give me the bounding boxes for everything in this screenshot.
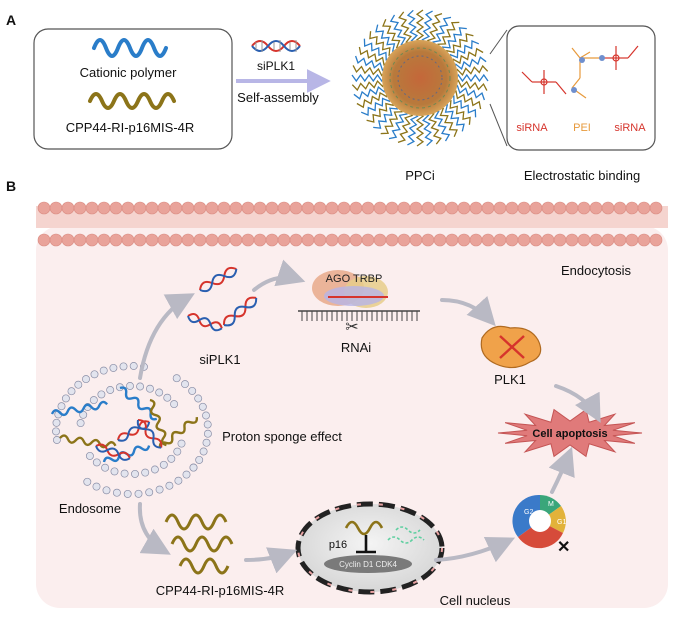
cationic-polymer-wave-icon	[92, 38, 168, 58]
phase-g2-label: G2	[524, 509, 533, 516]
electrostatic-binding-label: Electrostatic binding	[524, 168, 640, 183]
flow-arrows	[137, 259, 601, 574]
sirna-left-label: siRNA	[516, 122, 548, 134]
proton-sponge-label: Proton sponge effect	[222, 429, 342, 444]
ago-trbp-label: AGO TRBP	[326, 273, 383, 285]
plk1-protein-icon	[480, 325, 542, 369]
cell-nucleus-label: Cell nucleus	[440, 593, 511, 608]
pei-label: PEI	[573, 122, 591, 134]
cell-membrane	[36, 201, 668, 247]
phosphate-left-structure-icon	[521, 70, 567, 95]
cell-cycle-wheel: G2 M G1 ✕	[512, 494, 570, 556]
cell-cycle-arrest-icon: ✕	[557, 539, 570, 556]
peptide-free-label: CPP44-RI-p16MIS-4R	[156, 583, 285, 598]
siplk1-arrow-label: siPLK1	[257, 59, 295, 73]
free-siplk1-helices	[187, 266, 258, 332]
panel-a-letter: A	[6, 12, 16, 28]
endosome-label: Endosome	[59, 501, 121, 516]
plk1-label: PLK1	[494, 372, 526, 387]
endocytosis-label: Endocytosis	[561, 263, 632, 278]
siplk1-free-label: siPLK1	[199, 352, 240, 367]
cell-nucleus: p16 Cyclin D1 CDK4	[295, 501, 445, 595]
panel-b-letter: B	[6, 178, 16, 194]
phase-g1-label: G1	[557, 519, 566, 526]
phosphate-right-structure-icon	[604, 45, 639, 70]
free-peptide-group	[164, 513, 234, 575]
scissors-icon: ✂	[345, 319, 358, 336]
self-assembly-arrow: siPLK1 Self-assembly	[236, 40, 331, 105]
rnai-label: RNAi	[341, 340, 371, 355]
p16-label: p16	[329, 539, 347, 551]
sirna-right-label: siRNA	[614, 122, 646, 134]
ppci-nanoparticle	[351, 9, 489, 147]
peptide-label: CPP44-RI-p16MIS-4R	[66, 120, 195, 135]
self-assembly-label: Self-assembly	[237, 90, 319, 105]
electrostatic-binding-inset: siRNA PEI siRNA	[506, 25, 656, 151]
cyclin-d1-cdk4-label: Cyclin D1 CDK4	[339, 560, 397, 569]
ppci-label: PPCi	[405, 168, 435, 183]
endosome	[50, 362, 212, 498]
cationic-polymer-label: Cationic polymer	[80, 65, 177, 80]
legend-box: Cationic polymer CPP44-RI-p16MIS-4R	[33, 28, 233, 150]
cell-apoptosis-label: Cell apoptosis	[532, 428, 607, 440]
phase-m-label: M	[548, 501, 554, 508]
siplk1-helix-icon	[251, 40, 301, 52]
rnai-complex: AGO TRBP ✂	[298, 270, 420, 336]
peptide-wave-icon	[88, 92, 176, 110]
